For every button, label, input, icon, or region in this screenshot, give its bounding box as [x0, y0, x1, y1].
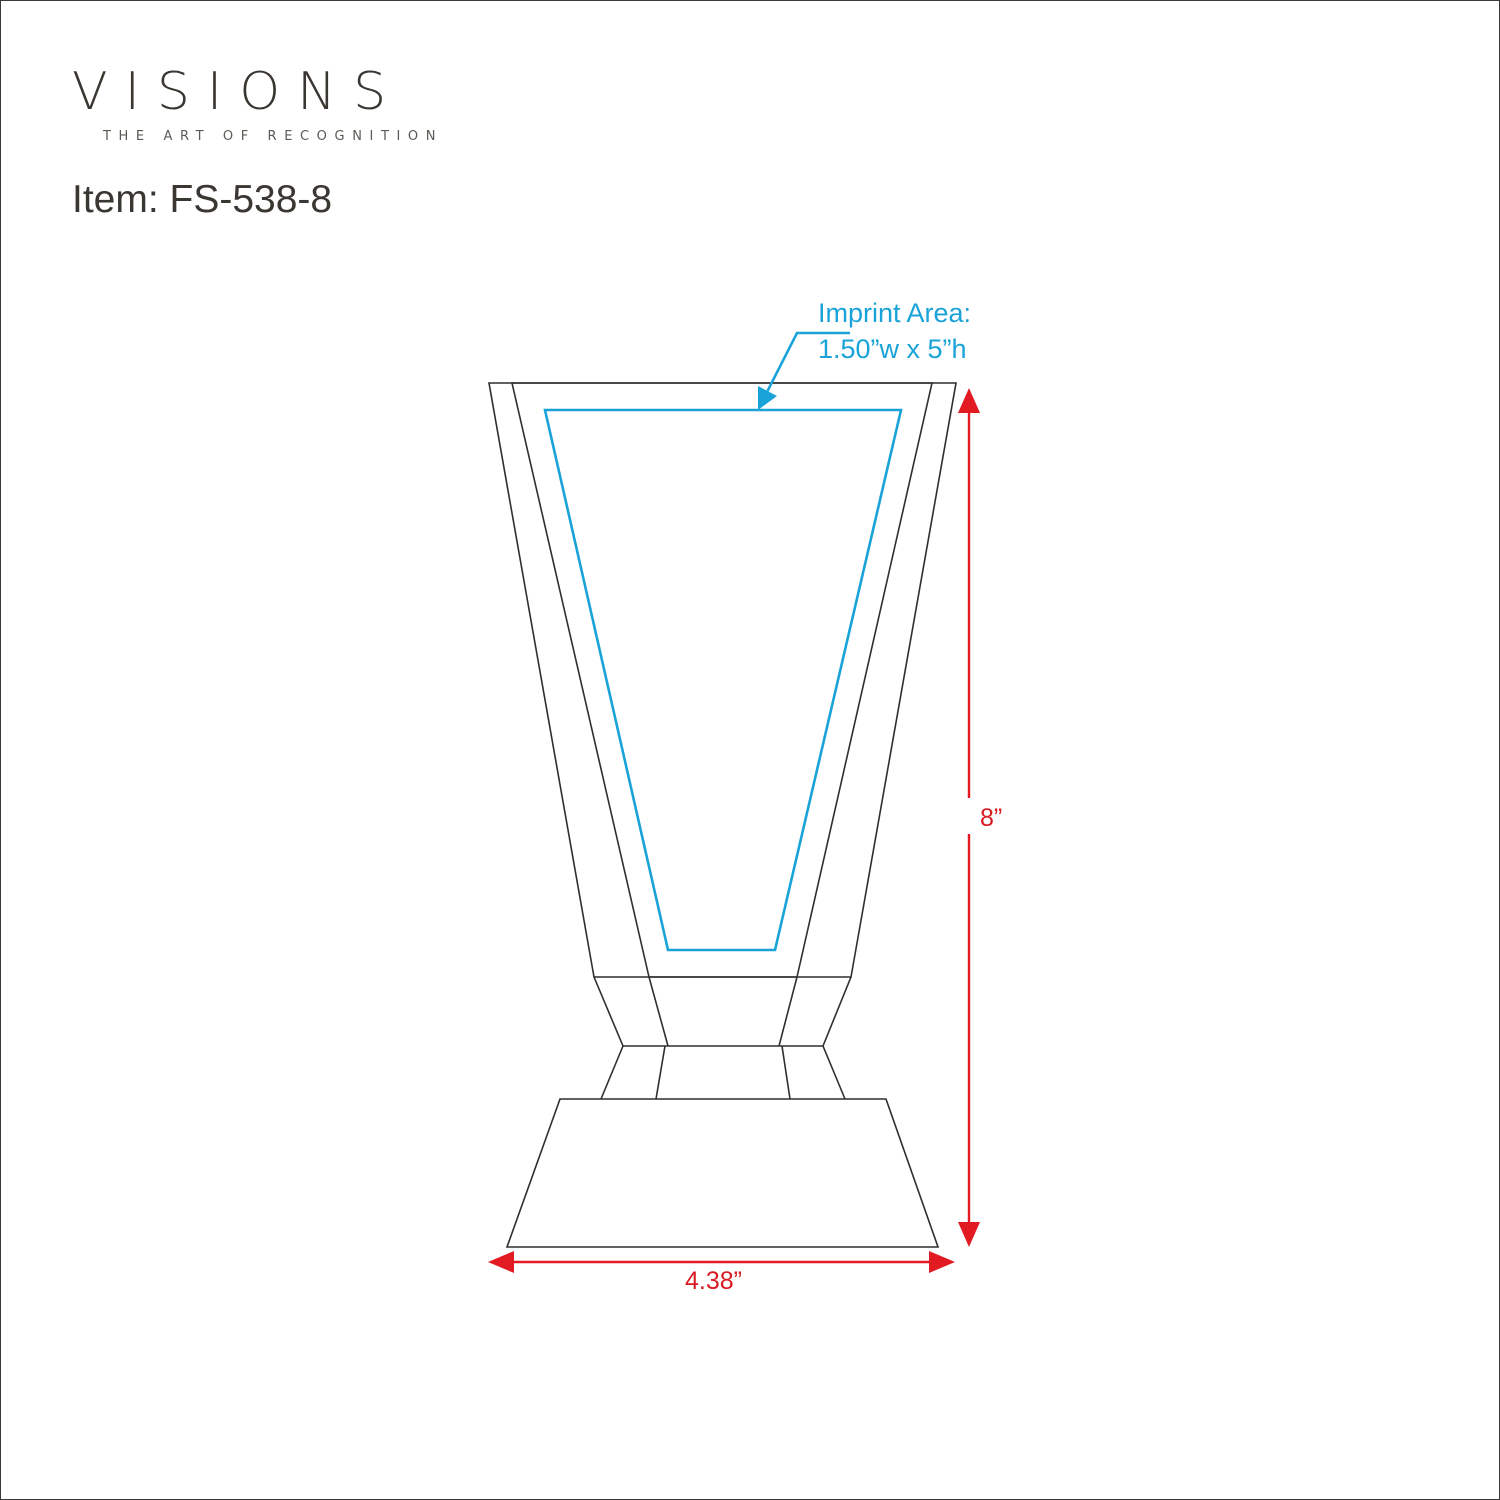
height-arrow-top	[958, 388, 980, 413]
collar-line	[600, 1045, 624, 1100]
imprint-area-outline	[543, 408, 903, 952]
collar-line	[781, 1045, 791, 1100]
neck-line	[778, 976, 798, 1047]
imprint-label-line2: 1.50”w x 5”h	[818, 334, 967, 364]
imprint-arrow-head	[758, 386, 777, 410]
upright-inner-bevel	[510, 382, 934, 978]
item-title: Item: FS-538-8	[72, 178, 333, 221]
imprint-callout-arrow	[765, 331, 850, 393]
neck-line	[822, 976, 852, 1047]
imprint-label-line1: Imprint Area:	[818, 298, 971, 328]
brand-tagline: THE ART OF RECOGNITION	[103, 129, 444, 144]
brand-logo: VISIONS	[72, 62, 404, 122]
collar-line	[822, 1045, 846, 1100]
height-label: 8”	[980, 804, 1002, 832]
base-outline	[505, 1098, 940, 1248]
neck-line	[593, 976, 624, 1047]
neck-line	[648, 976, 669, 1047]
height-arrow-bottom	[958, 1222, 980, 1247]
width-arrow-right	[929, 1251, 955, 1273]
width-arrow-left	[488, 1251, 514, 1273]
collar-line	[655, 1045, 666, 1100]
height-label-bg	[955, 798, 1015, 834]
width-label: 4.38”	[685, 1267, 742, 1295]
